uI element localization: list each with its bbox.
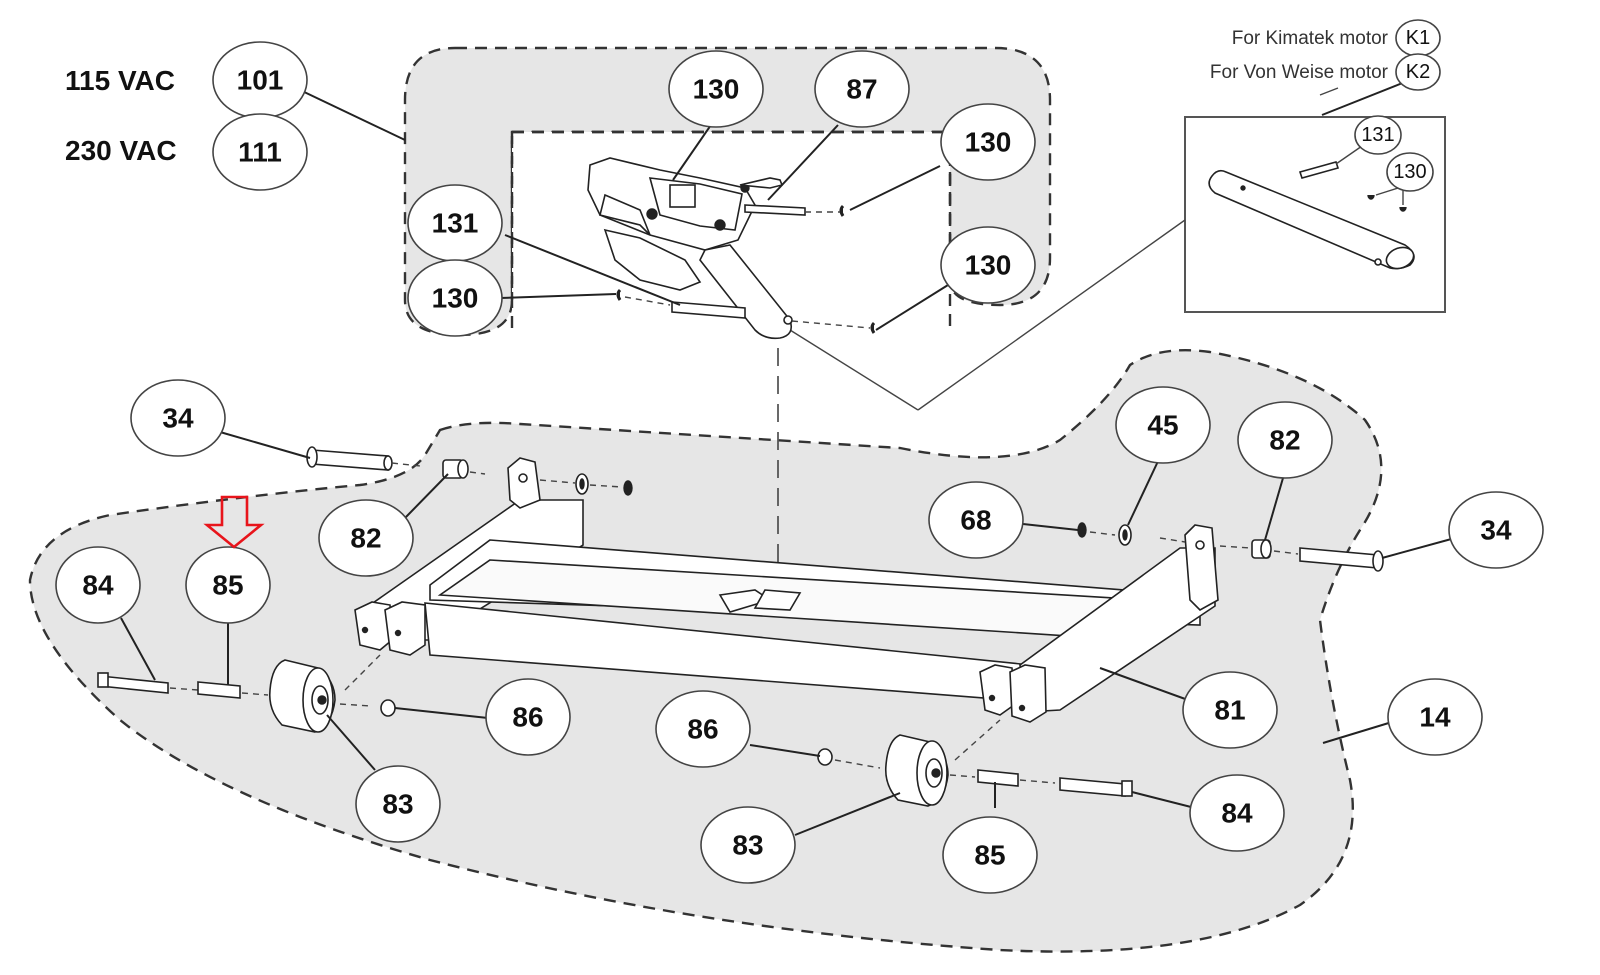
svg-text:85: 85	[212, 570, 243, 601]
svg-text:84: 84	[82, 570, 114, 601]
callout-131-kit[interactable]: 131	[1354, 115, 1402, 155]
kit-clips	[1367, 194, 1407, 212]
svg-text:86: 86	[512, 702, 543, 733]
svg-text:45: 45	[1147, 410, 1178, 441]
svg-text:87: 87	[846, 74, 877, 105]
svg-text:86: 86	[687, 714, 718, 745]
right-washer-45	[1118, 524, 1132, 546]
svg-text:82: 82	[350, 523, 381, 554]
base-frame	[354, 457, 1219, 723]
callout-82-right[interactable]: 82	[1237, 401, 1333, 479]
callout-81[interactable]: 81	[1182, 671, 1278, 749]
callout-84-right[interactable]: 84	[1189, 774, 1285, 852]
callout-82-left[interactable]: 82	[318, 499, 414, 577]
kit-connector-right	[789, 329, 919, 411]
actuator-pin	[671, 301, 746, 319]
svg-text:131: 131	[1361, 124, 1394, 146]
callout-k1[interactable]: K1	[1395, 19, 1441, 57]
callout-131-actuator[interactable]: 131	[407, 184, 503, 262]
callout-85-left[interactable]: 85	[185, 546, 271, 624]
svg-text:83: 83	[732, 830, 763, 861]
left-washer	[575, 473, 589, 495]
right-bushing-82	[1251, 539, 1272, 559]
svg-text:34: 34	[1480, 515, 1512, 546]
left-clip	[623, 480, 633, 496]
callout-68[interactable]: 68	[928, 481, 1024, 559]
callout-83-left[interactable]: 83	[355, 765, 441, 843]
svg-text:K2: K2	[1406, 61, 1430, 83]
clip-left	[616, 288, 622, 301]
svg-text:34: 34	[162, 403, 194, 434]
left-pivot-pin-34	[306, 446, 393, 471]
label-230-vac: 230 VAC	[65, 135, 177, 166]
svg-text:K1: K1	[1406, 27, 1430, 49]
right-pivot-pin-34	[1299, 547, 1384, 572]
callout-87[interactable]: 87	[814, 50, 910, 128]
callout-130-actuator-right-upper[interactable]: 130	[940, 103, 1036, 181]
kit-pin	[1298, 161, 1340, 179]
clip-right-upper	[839, 204, 845, 217]
left-wheel-83	[268, 659, 336, 733]
left-spacer-85	[197, 681, 241, 699]
svg-text:111: 111	[238, 137, 282, 168]
left-bushing-82	[442, 459, 469, 479]
svg-text:130: 130	[693, 74, 740, 105]
callout-101[interactable]: 101	[212, 41, 308, 119]
left-axle-bolt-84	[97, 672, 169, 694]
label-115-vac: 115 VAC	[65, 65, 175, 96]
svg-text:68: 68	[960, 505, 991, 536]
callout-34-right[interactable]: 34	[1448, 491, 1544, 569]
svg-text:130: 130	[965, 127, 1012, 158]
kit-pivot-tube	[1208, 169, 1415, 270]
svg-text:83: 83	[382, 789, 413, 820]
clip-right-lower	[870, 321, 876, 334]
kit-connector-left	[917, 219, 1186, 411]
note-von-weise-motor: For Von Weise motor	[1210, 62, 1389, 83]
callout-45[interactable]: 45	[1115, 386, 1211, 464]
left-nut-86	[380, 699, 396, 717]
callout-84-left[interactable]: 84	[55, 546, 141, 624]
callout-111[interactable]: 111	[212, 113, 308, 191]
svg-text:82: 82	[1269, 425, 1300, 456]
svg-text:130: 130	[965, 250, 1012, 281]
highlight-arrow-icon	[203, 495, 265, 549]
linear-actuator-motor	[587, 157, 806, 340]
svg-text:84: 84	[1221, 798, 1253, 829]
callout-130-actuator-right-lower[interactable]: 130	[940, 226, 1036, 304]
kit-leader	[1321, 79, 1411, 116]
right-clip-68	[1077, 522, 1087, 538]
svg-text:14: 14	[1419, 702, 1451, 733]
right-spacer-85	[977, 769, 1019, 787]
svg-text:131: 131	[432, 208, 479, 239]
callout-86-right[interactable]: 86	[655, 690, 751, 768]
right-nut-86	[817, 748, 833, 766]
callout-14[interactable]: 14	[1387, 678, 1483, 756]
svg-text:130: 130	[1393, 161, 1426, 183]
svg-text:101: 101	[237, 65, 284, 96]
callout-130-actuator-top[interactable]: 130	[668, 50, 764, 128]
callout-86-left[interactable]: 86	[485, 678, 571, 756]
svg-text:81: 81	[1214, 695, 1245, 726]
svg-text:85: 85	[974, 840, 1005, 871]
callout-34-left[interactable]: 34	[130, 379, 226, 457]
right-wheel-83	[884, 734, 949, 807]
callout-k2[interactable]: K2	[1395, 53, 1441, 91]
callout-130-actuator-left[interactable]: 130	[407, 259, 503, 337]
svg-text:130: 130	[432, 283, 479, 314]
callout-83-right[interactable]: 83	[700, 806, 796, 884]
note-kimatek-motor: For Kimatek motor	[1232, 28, 1389, 49]
callout-85-right[interactable]: 85	[942, 816, 1038, 894]
callout-130-kit[interactable]: 130	[1386, 152, 1434, 192]
right-axle-bolt-84	[1059, 777, 1133, 797]
